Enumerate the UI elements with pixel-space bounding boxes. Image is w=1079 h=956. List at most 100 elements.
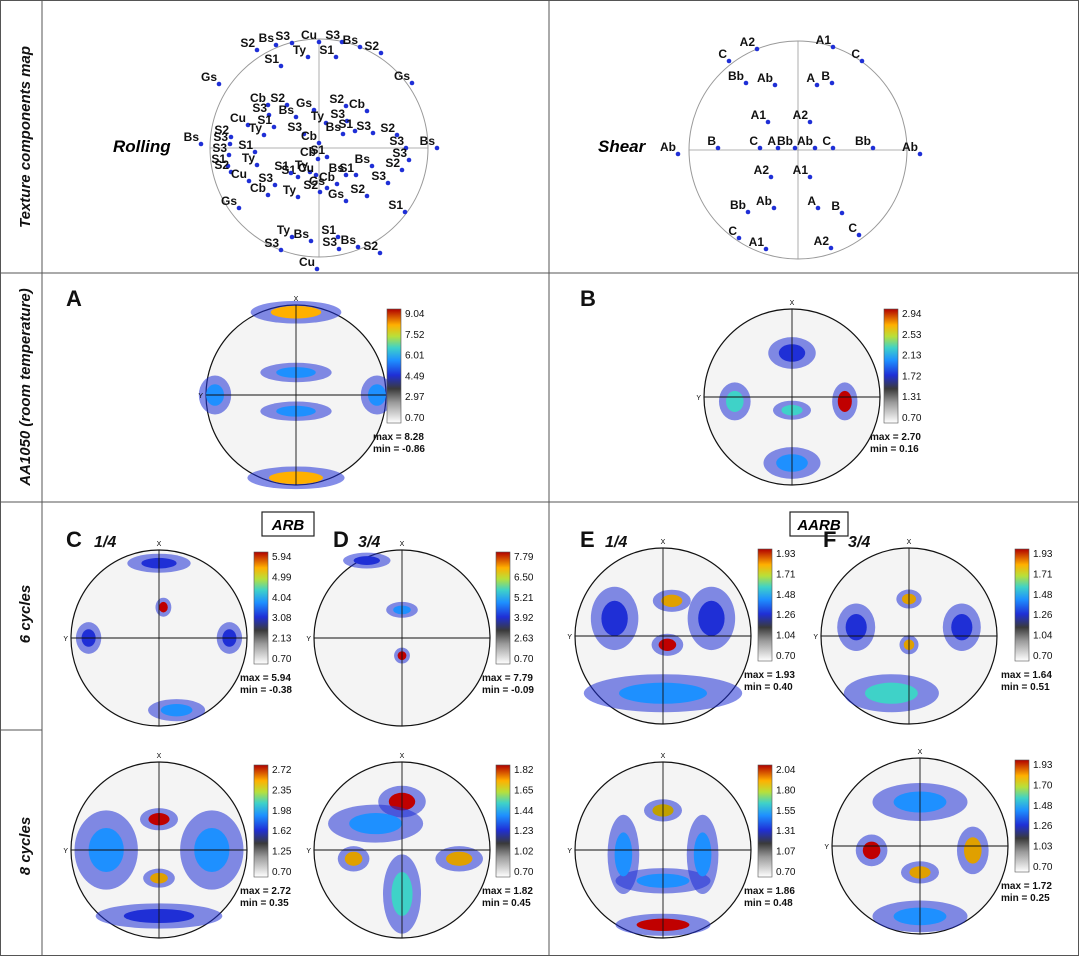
rolling-marker-53 — [272, 182, 278, 188]
colorbar-tick-4: 2.13 — [272, 634, 292, 645]
rolling-label-60: Gs — [328, 187, 344, 201]
fraction-f: 3/4 — [848, 534, 870, 551]
rolling-marker-29 — [394, 132, 400, 138]
rolling-marker-66 — [278, 247, 284, 253]
rolling-marker-44 — [228, 169, 234, 175]
colorbar-tick-1: 2.35 — [272, 785, 292, 796]
colorbar-tick-4: 1.04 — [776, 631, 796, 642]
rolling-label-7: Ty — [293, 43, 306, 57]
intensity-peak-0 — [159, 601, 168, 613]
rolling-marker-59 — [317, 189, 323, 195]
rolling-label-20: Ty — [311, 109, 324, 123]
rolling-marker-35 — [226, 152, 232, 158]
max-value-text: max = 1.72 — [1001, 881, 1052, 892]
colorbar-tick-5: 0.70 — [272, 654, 292, 665]
rolling-label-45: Ty — [295, 158, 308, 172]
colorbar-tick-3: 3.92 — [514, 613, 534, 624]
rolling-label-70: Cu — [299, 255, 315, 269]
axis-letter-y: Y — [198, 393, 203, 400]
shear-marker-13 — [775, 145, 781, 151]
shear-label-28: C — [848, 221, 857, 235]
rolling-label-55: Cb — [250, 181, 266, 195]
rolling-label-17: S3 — [252, 101, 267, 115]
shear-marker-2 — [726, 58, 732, 64]
colorbar-tick-5: 0.70 — [902, 413, 922, 424]
row-label-eight-cycles: 8 cycles — [17, 817, 34, 875]
rolling-label-63: Ty — [277, 223, 290, 237]
row-label-map: Texture components map — [17, 46, 34, 228]
rolling-marker-25 — [261, 132, 267, 138]
rolling-label-48: S1 — [274, 159, 289, 173]
colorbar-tick-3: 1.31 — [776, 826, 796, 837]
shear-marker-5 — [772, 82, 778, 88]
rolling-label-5: S3 — [275, 29, 290, 43]
max-value-text: max = 2.72 — [240, 886, 291, 897]
axis-letter-y: Y — [63, 848, 68, 855]
rolling-marker-32 — [403, 145, 409, 151]
shear-label-3: C — [851, 47, 860, 61]
shear-label-5: Ab — [757, 71, 773, 85]
rolling-marker-15 — [284, 102, 290, 108]
axis-letter-y: Y — [567, 634, 572, 641]
rolling-marker-57 — [295, 194, 301, 200]
rolling-marker-39 — [406, 157, 412, 163]
shear-label-1: A1 — [816, 33, 832, 47]
shear-marker-28 — [856, 232, 862, 238]
colorbar — [1014, 548, 1030, 662]
panel-letter-a: A — [66, 286, 82, 311]
rolling-label-42: Ty — [242, 151, 255, 165]
rolling-label-54: Cb — [319, 170, 335, 184]
colorbar-tick-5: 0.70 — [1033, 651, 1053, 662]
intensity-peak-4 — [693, 832, 712, 877]
shear-marker-15 — [812, 145, 818, 151]
rolling-marker-2 — [357, 44, 363, 50]
max-value-text: max = 8.28 — [373, 432, 424, 443]
fraction-c: 1/4 — [94, 534, 116, 551]
max-value-text: max = 1.86 — [744, 886, 795, 897]
colorbar — [253, 551, 269, 665]
group-label-aarb: AARB — [796, 517, 840, 534]
min-value-text: min = 0.51 — [1001, 682, 1050, 693]
rolling-label-12: Cb — [250, 91, 266, 105]
shear-marker-24 — [745, 209, 751, 215]
rolling-marker-69 — [377, 250, 383, 256]
shear-label-12: C — [749, 134, 758, 148]
rolling-marker-19 — [344, 118, 350, 124]
rolling-label-67: S3 — [322, 235, 337, 249]
colorbar-tick-0: 2.94 — [902, 309, 922, 320]
rolling-label-10: Gs — [201, 70, 217, 84]
colorbar-tick-3: 1.26 — [1033, 821, 1053, 832]
rolling-label-31: S1 — [238, 138, 253, 152]
intensity-peak-2 — [446, 851, 473, 866]
shear-marker-4 — [743, 80, 749, 86]
rolling-marker-38 — [399, 167, 405, 173]
rolling-marker-41 — [315, 156, 321, 162]
rolling-marker-68 — [355, 244, 361, 250]
intensity-peak-1 — [344, 851, 363, 866]
rolling-label-43: Bs — [355, 152, 371, 166]
axis-letter-y: Y — [306, 636, 311, 643]
rolling-marker-64 — [335, 234, 341, 240]
rolling-label-50: Cu — [298, 161, 314, 175]
colorbar-tick-1: 2.53 — [902, 330, 922, 341]
shear-marker-12 — [757, 145, 763, 151]
rolling-marker-65 — [308, 238, 314, 244]
intensity-peak-4 — [349, 813, 402, 835]
rolling-marker-3 — [378, 50, 384, 56]
colorbar-tick-5: 0.70 — [405, 413, 425, 424]
rolling-marker-4 — [273, 42, 279, 48]
shear-label-15: Ab — [797, 134, 813, 148]
axis-letter-x: X — [400, 753, 405, 760]
rolling-label-16: Cb — [349, 97, 365, 111]
intensity-peak-1 — [726, 390, 744, 412]
shear-title: Shear — [598, 137, 647, 156]
rolling-marker-56 — [364, 193, 370, 199]
shear-marker-14 — [792, 145, 798, 151]
